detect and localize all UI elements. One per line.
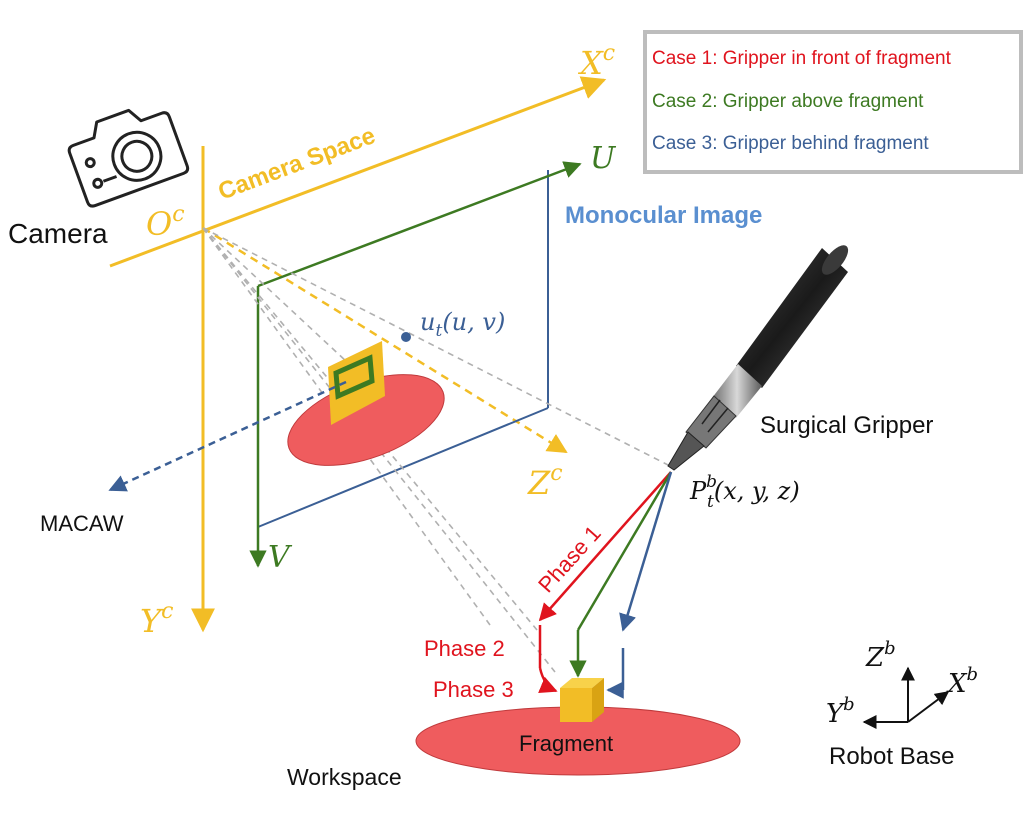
image-point-label: ut(u, v): [420, 308, 505, 341]
fragment-label: Fragment: [519, 731, 613, 756]
robot-x-axis-label: Xb: [946, 664, 978, 699]
case1-phase3-path: [538, 667, 558, 694]
case1-phase1-path: [538, 471, 672, 622]
legend-case1: Case 1: Gripper in front of fragment: [652, 48, 952, 69]
macaw-label: MACAW: [40, 511, 124, 536]
robot-y-axis-label: Yb: [826, 694, 855, 729]
legend: Case 1: Gripper in front of fragment Cas…: [643, 30, 1023, 174]
legend-case2: Case 2: Gripper above fragment: [652, 91, 924, 112]
projection-rays: [202, 227, 673, 673]
case3-path: [619, 471, 673, 632]
surgical-gripper: [667, 245, 849, 471]
image-bounding-box: [333, 354, 375, 400]
robot-z-axis-label: Zb: [865, 638, 896, 673]
gripper-wrist: [685, 395, 737, 449]
robot-base-frame: [862, 666, 950, 729]
camera-z-axis-line: [202, 226, 568, 454]
legend-case3: Case 3: Gripper behind fragment: [652, 133, 929, 154]
gripper-joint: [712, 364, 762, 418]
camera-label: Camera: [8, 218, 108, 249]
image-point-dot: [401, 332, 411, 342]
macaw-arrow: [108, 380, 347, 492]
camera-y-axis-label: Yc: [140, 599, 173, 640]
camera-x-axis-line: [109, 76, 607, 268]
gripper-shaft: [736, 248, 848, 388]
workspace-label: Workspace: [287, 764, 402, 790]
camera-z-axis-label: Zc: [527, 461, 563, 502]
image-plane-v-axis-label: V: [268, 540, 293, 575]
image-plane-u-axis-line: [257, 161, 582, 288]
image-plane-u-axis-label: U: [590, 141, 617, 176]
camera-icon: [67, 108, 190, 208]
gripper-jaws: [667, 431, 705, 471]
surgical-gripper-label: Surgical Gripper: [760, 412, 933, 439]
camera-space-label: Camera Space: [215, 122, 379, 205]
case2-path: [576, 471, 673, 631]
camera-origin-label: Oc: [146, 202, 185, 243]
fragment-cube: [560, 678, 604, 722]
robot-base-label: Robot Base: [829, 743, 954, 770]
image-plane: [249, 161, 582, 568]
phase3-label: Phase 3: [433, 677, 514, 702]
phase2-label: Phase 2: [424, 636, 505, 661]
legend-box: [643, 30, 1023, 174]
monocular-image-title: Monocular Image: [565, 202, 762, 229]
camera-x-axis-label: Xc: [577, 41, 615, 82]
